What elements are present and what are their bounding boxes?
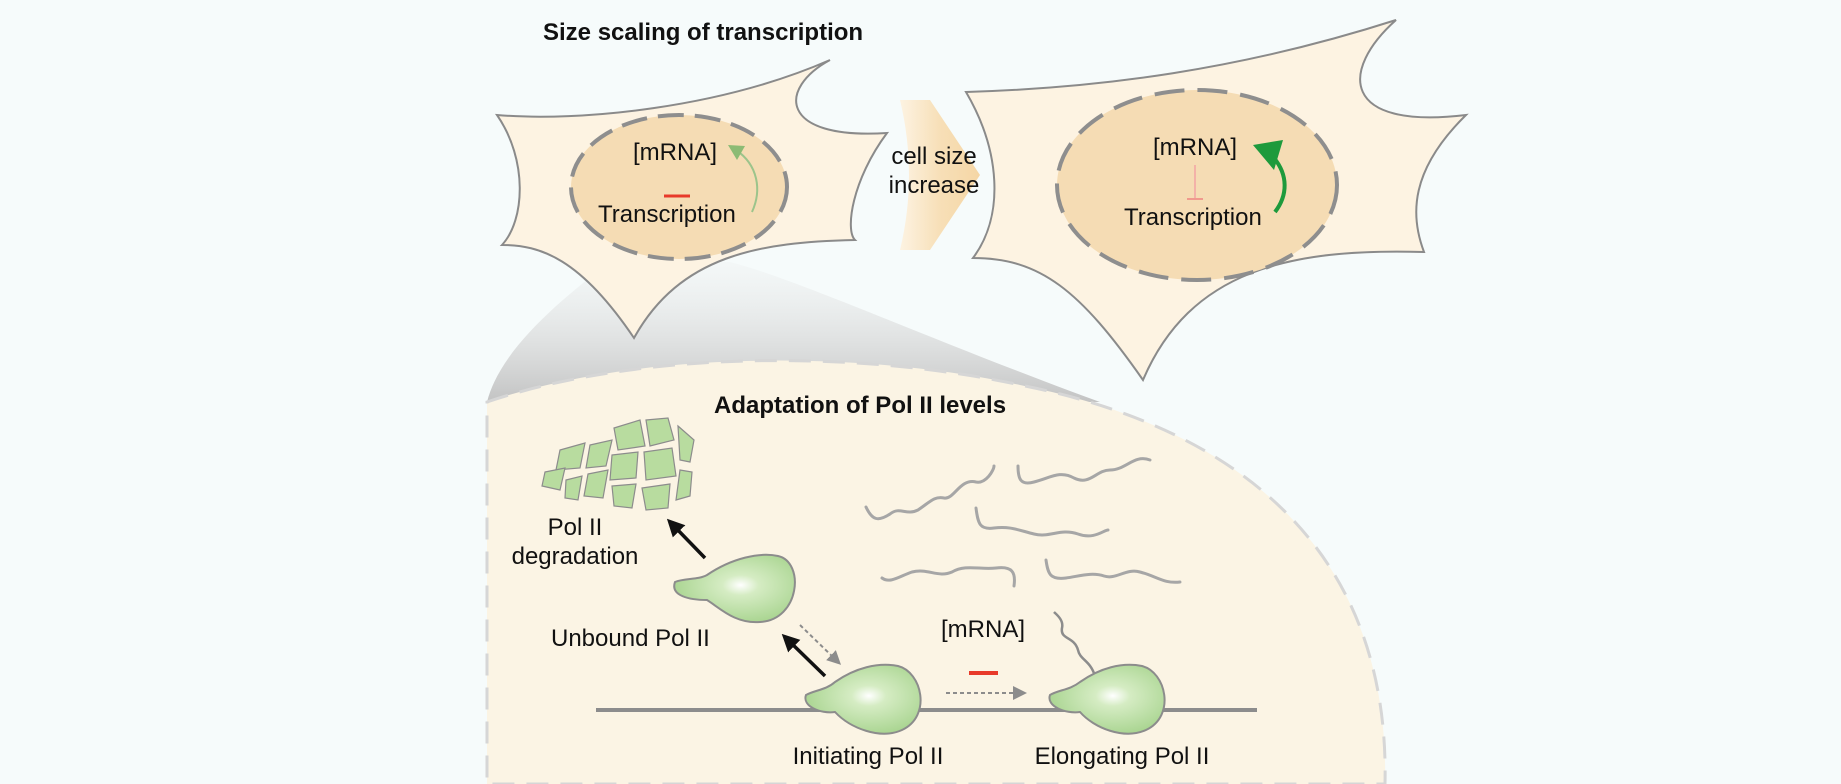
arrow-label-line2: increase [889, 172, 980, 199]
binding-arrow [799, 624, 842, 665]
release-arrow [781, 633, 827, 678]
mrna-squiggles [864, 457, 1182, 588]
elongating-pol2-label: Elongating Pol II [1035, 743, 1210, 770]
nascent-transcript [1053, 611, 1097, 677]
arrow-label-line1: cell size [891, 143, 976, 170]
small-cell-mrna-label: [mRNA] [633, 139, 717, 166]
bottom-inhibition-symbol [969, 646, 998, 675]
degraded-pol2-icon [541, 417, 695, 511]
small-cell-activation-arrow [735, 149, 759, 213]
large-cell-activation-arrowhead [1253, 140, 1283, 170]
bottom-title: Adaptation of Pol II levels [714, 392, 1006, 419]
initiating-pol2-label: Initiating Pol II [793, 743, 944, 770]
large-nucleus [1055, 88, 1339, 282]
large-cell-mrna-label: [mRNA] [1153, 134, 1237, 161]
pol2-degradation-label-line1: Pol II [548, 514, 603, 541]
top-title: Size scaling of transcription [543, 19, 863, 46]
small-cell-inhibition-symbol [664, 168, 690, 198]
unbound-pol2-blob [673, 553, 796, 624]
bottom-mrna-label: [mRNA] [941, 616, 1025, 643]
cell-size-increase-arrow [900, 100, 980, 250]
large-cell-activation-arrow [1272, 156, 1287, 214]
large-cell-transcription-label: Transcription [1124, 204, 1262, 231]
small-nucleus [569, 113, 789, 261]
small-cell-activation-arrowhead [728, 145, 745, 160]
elongating-pol2-blob [1048, 663, 1166, 735]
large-cell-inhibition-symbol [1187, 165, 1203, 200]
small-cell-transcription-label: Transcription [598, 201, 736, 228]
unbound-pol2-label: Unbound Pol II [551, 625, 710, 652]
degradation-arrow [666, 518, 707, 560]
initiating-pol2-blob [804, 663, 922, 735]
pol2-degradation-label-line2: degradation [512, 543, 639, 570]
